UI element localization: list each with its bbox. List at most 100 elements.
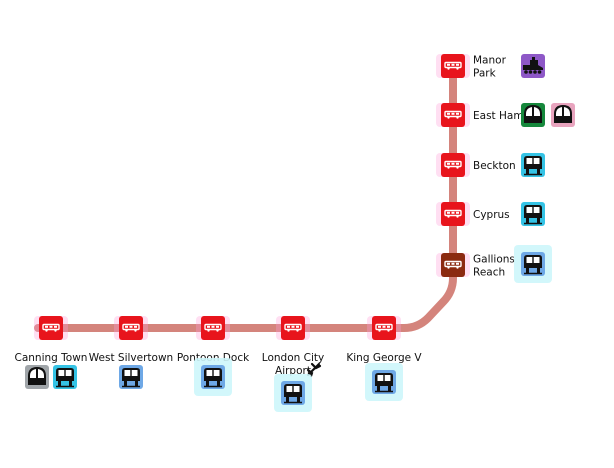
bus-body — [444, 110, 462, 118]
bus-window — [447, 162, 450, 165]
locomotive-wheel — [533, 70, 537, 74]
locomotive-wheel — [537, 70, 542, 74]
bus-window — [287, 325, 290, 328]
dlr-wheel — [206, 381, 209, 386]
stop-marker[interactable] — [281, 316, 305, 340]
bus-window — [447, 112, 450, 115]
bus-window — [447, 262, 450, 265]
stop-marker[interactable] — [39, 316, 63, 340]
bus-wheel — [378, 329, 381, 332]
stop-marker[interactable] — [201, 316, 225, 340]
bus-wheel — [387, 329, 390, 332]
bus-body — [444, 61, 462, 69]
dlr-wheel — [526, 218, 529, 223]
dlr-interchange-icon — [521, 202, 545, 226]
bus-body — [42, 323, 60, 331]
bus-window — [456, 162, 459, 165]
stop-marker[interactable] — [372, 316, 396, 340]
bus-wheel — [287, 329, 290, 332]
airport-icon — [306, 362, 322, 378]
bus-wheel — [447, 116, 450, 119]
dlr-wheel — [526, 169, 529, 174]
station-beckton[interactable]: Beckton — [436, 153, 516, 177]
dlr-interchange-icon — [53, 365, 77, 389]
station-label-line: Gallions — [473, 254, 515, 266]
locomotive-wheel — [528, 70, 533, 74]
station-label-line: London City — [262, 352, 324, 364]
bus-window — [207, 325, 210, 328]
station-canning-town[interactable]: Canning Town — [15, 316, 88, 364]
locomotive-chimney — [532, 57, 535, 60]
tube-train-window — [30, 369, 36, 378]
bus-window — [49, 325, 53, 328]
dlr-wheel — [526, 268, 529, 273]
dlr-interchange-icon — [514, 245, 552, 283]
station-west-silvertown[interactable]: West Silvertown — [89, 316, 173, 364]
bus-window — [125, 325, 128, 328]
bus-wheel — [456, 67, 459, 70]
airport-plane-icon — [306, 362, 322, 378]
bus-body — [444, 209, 462, 217]
dlr-wheel — [135, 381, 138, 386]
overground-interchange-icon — [521, 54, 545, 78]
station-label-line: Manor — [473, 55, 507, 67]
bus-wheel — [216, 329, 219, 332]
station-label: Beckton — [473, 160, 516, 172]
bus-wheel — [54, 329, 57, 332]
dlr-wheel — [537, 218, 540, 223]
underground-interchange-icon — [25, 365, 49, 389]
station-label-line: Park — [473, 68, 497, 80]
stop-marker[interactable] — [441, 153, 465, 177]
bus-wheel — [447, 215, 450, 218]
stop-marker[interactable] — [441, 202, 465, 226]
station-label-line: West Silvertown — [89, 352, 173, 364]
stop-marker[interactable] — [441, 103, 465, 127]
station-label-line: East Ham — [473, 110, 524, 122]
dlr-interchange-icon — [194, 358, 232, 396]
bus-window — [451, 112, 455, 115]
station-cyprus[interactable]: Cyprus — [436, 202, 510, 226]
bus-window — [451, 211, 455, 214]
station-label-line: King George V — [346, 352, 422, 364]
bus-window — [296, 325, 299, 328]
station-label: Canning Town — [15, 352, 88, 364]
bus-body — [284, 323, 302, 331]
station-label: East Ham — [473, 110, 524, 122]
bus-window — [129, 325, 133, 328]
station-label-line: Canning Town — [15, 352, 88, 364]
bus-wheel — [207, 329, 210, 332]
bus-wheel — [447, 266, 450, 269]
bus-wheel — [45, 329, 48, 332]
bus-window — [456, 262, 459, 265]
bus-window — [451, 162, 455, 165]
station-pontoon-dock[interactable]: Pontoon Dock — [177, 316, 250, 364]
station-king-george-v[interactable]: King George V — [346, 316, 422, 364]
bus-wheel — [456, 266, 459, 269]
bus-window — [211, 325, 215, 328]
stop-marker[interactable] — [441, 54, 465, 78]
dlr-wheel — [297, 397, 300, 402]
terminus-marker[interactable] — [441, 253, 465, 277]
stop-marker[interactable] — [119, 316, 143, 340]
station-label-line: Reach — [473, 267, 505, 279]
dlr-wheel — [58, 381, 61, 386]
bus-window — [378, 325, 381, 328]
tube-train-window — [38, 369, 44, 378]
dlr-wheel — [217, 381, 220, 386]
station-east-ham[interactable]: East Ham — [436, 103, 524, 127]
bus-window — [456, 112, 459, 115]
dlr-wheel — [286, 397, 289, 402]
bus-wheel — [125, 329, 128, 332]
station-label: West Silvertown — [89, 352, 173, 364]
bus-wheel — [447, 67, 450, 70]
bus-wheel — [456, 166, 459, 169]
bus-wheel — [456, 215, 459, 218]
bus-window — [216, 325, 219, 328]
bus-body — [204, 323, 222, 331]
